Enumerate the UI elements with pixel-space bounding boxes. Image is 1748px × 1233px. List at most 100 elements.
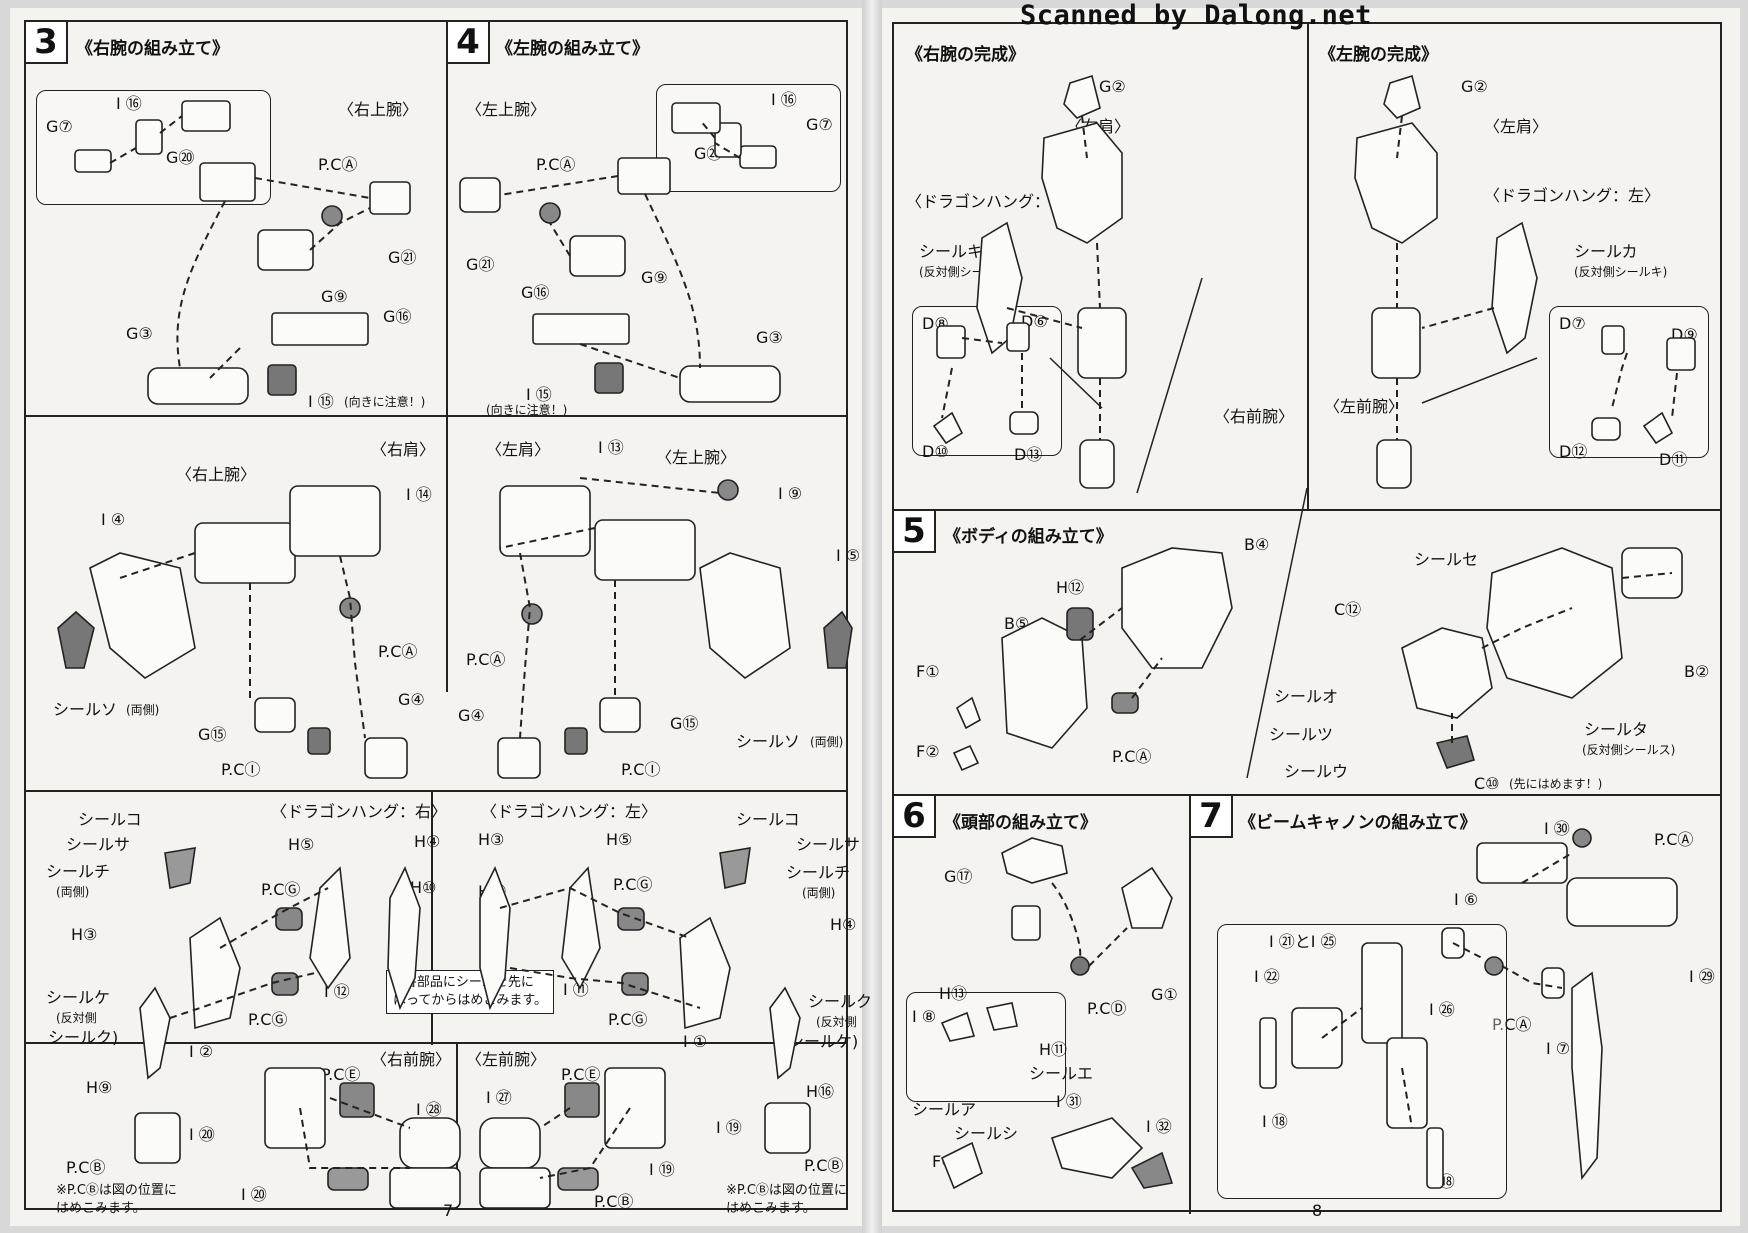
part-group-title: 〈右上腕〉: [176, 465, 257, 484]
part-label: I ㉗: [486, 1088, 512, 1107]
part-group-title: 〈左肩〉: [1484, 117, 1549, 136]
part-label: I ⑲: [716, 1118, 742, 1137]
step-number: 5: [894, 511, 936, 553]
left-page: 3 《右腕の組み立て》 I ⑯ G⑦ G⑳ 〈右上腕〉 P.CⒶ G㉑ G⑨ G…: [10, 8, 872, 1226]
part-label: I ⑳: [241, 1185, 267, 1204]
part-label: I ⑧: [912, 1007, 937, 1026]
right-page: 《右腕の完成》 G② 〈右肩〉 〈ドラゴンハング：右〉 シールキ (反対側シール…: [882, 8, 1740, 1226]
seal-label: シールタ: [1584, 720, 1649, 739]
seal-label: シールチ: [786, 863, 851, 882]
part-label: G⑰: [944, 867, 973, 886]
part-label: I ⑨: [778, 484, 803, 503]
part-label: P.CⒶ: [378, 642, 418, 661]
part-group-title: 〈ドラゴンハング：左〉: [481, 802, 658, 821]
part-label: I ㉘: [416, 1100, 442, 1119]
step-title: 《ビームキャノンの組み立て》: [1239, 813, 1477, 833]
zoom-callout: [656, 84, 841, 192]
part-label: H⑨: [86, 1078, 113, 1097]
part-label: P.CⒼ: [608, 1010, 648, 1029]
part-label: G⑯: [383, 307, 412, 326]
part-note: (両側): [810, 735, 844, 749]
part-label: H⑯: [806, 1082, 835, 1101]
part-label: I ㉑とI ㉕: [1269, 932, 1337, 951]
seal-label: シールケ: [46, 988, 111, 1007]
step-number: 6: [894, 796, 936, 838]
part-label: I ②: [189, 1042, 214, 1061]
part-label: I ⑪: [563, 980, 589, 999]
part-group-title: 〈ドラゴンハング：右〉: [906, 192, 1083, 211]
seal-label: シールウ: [1284, 762, 1349, 781]
part-label: I ㉛: [1056, 1092, 1082, 1111]
part-label: B④: [1244, 535, 1270, 554]
part-note: (両側): [126, 703, 160, 717]
part-label: I ㉚: [1544, 819, 1570, 838]
part-label: I ⑬: [598, 438, 624, 457]
part-label: G⑮: [670, 714, 699, 733]
part-label: I ④: [101, 510, 126, 529]
part-label: G③: [126, 324, 153, 343]
seal-label: シールキ: [919, 242, 984, 261]
part-label: D⑫: [1559, 442, 1588, 461]
part-label: H⑤: [288, 835, 315, 854]
seal-label: シールク: [808, 992, 873, 1011]
part-label: P.CⒶ: [1112, 747, 1152, 766]
step-number: 3: [26, 22, 68, 64]
part-label: I ⑲: [649, 1160, 675, 1179]
part-label: I ⑫: [324, 982, 350, 1001]
section-title: 《左腕の完成》: [1319, 45, 1438, 65]
part-label: G㉑: [388, 248, 417, 267]
part-label: I ㉖: [1429, 1000, 1455, 1019]
part-note: (反対側: [816, 1015, 857, 1029]
part-label: H⑤: [606, 830, 633, 849]
seal-label: シールエ: [1029, 1064, 1094, 1083]
seal-label: シールコ: [736, 810, 800, 829]
seal-label: シールサ: [66, 835, 131, 854]
part-note: (反対側シールス): [1582, 743, 1676, 757]
part-label: P.CⒺ: [321, 1065, 361, 1084]
step-title: 《ボディの組み立て》: [944, 527, 1113, 547]
part-label: H⑫: [1056, 578, 1085, 597]
part-label: G⑨: [641, 268, 668, 287]
part-label: I ⑮: [308, 392, 334, 411]
part-label: G⑯: [521, 283, 550, 302]
part-group-title: 〈左上腕〉: [656, 448, 737, 467]
part-label: I ⑮: [526, 385, 552, 404]
part-label: P.CⒾ: [621, 760, 661, 779]
seal-label: シールカ: [1574, 242, 1638, 261]
part-label: G②: [1461, 77, 1488, 96]
part-note: (両側): [56, 885, 90, 899]
part-label: P.CⒼ: [261, 880, 301, 899]
part-label: I ①: [683, 1032, 708, 1051]
part-label: H⑩: [410, 878, 437, 897]
part-label: P.CⒶ: [1492, 1015, 1532, 1034]
part-label: H④: [830, 915, 857, 934]
step-number: 7: [1191, 796, 1233, 838]
right-page-drawings: [932, 74, 1696, 1190]
part-label: H③: [478, 830, 505, 849]
part-label: I ⑳: [189, 1125, 215, 1144]
part-label: D⑦: [1559, 314, 1586, 333]
part-label: G④: [458, 706, 485, 725]
seal-label: シールソ: [53, 700, 118, 719]
step-title: 《左腕の組み立て》: [496, 39, 649, 59]
watermark: Scanned by Dalong.net: [1020, 0, 1372, 31]
part-label: I ㉒: [1254, 967, 1280, 986]
placement-note: ※P.CⒷは図の位置に はめこみます。: [56, 1183, 177, 1216]
part-label: P.CⒼ: [613, 875, 653, 894]
part-label: P.CⒾ: [221, 760, 261, 779]
part-label: G⑨: [321, 287, 348, 306]
seal-label: シールコ: [78, 810, 142, 829]
part-label: I ⑯: [116, 94, 142, 113]
step-title: 《右腕の組み立て》: [76, 39, 229, 59]
part-label: H③: [71, 925, 98, 944]
zoom-callout: [906, 992, 1066, 1102]
part-group-title: 〈右肩〉: [371, 440, 436, 459]
seal-label: シールソ: [736, 732, 801, 751]
part-label: P.CⒶ: [318, 155, 358, 174]
part-note: (先にはめます！): [1509, 777, 1603, 791]
part-group-title: 〈右前腕〉: [1214, 407, 1295, 426]
part-group-title: 〈左前腕〉: [1324, 397, 1405, 416]
part-label: I ㉜: [1146, 1117, 1172, 1136]
part-label: G⑦: [806, 115, 833, 134]
part-label: H⑪: [1039, 1040, 1068, 1059]
